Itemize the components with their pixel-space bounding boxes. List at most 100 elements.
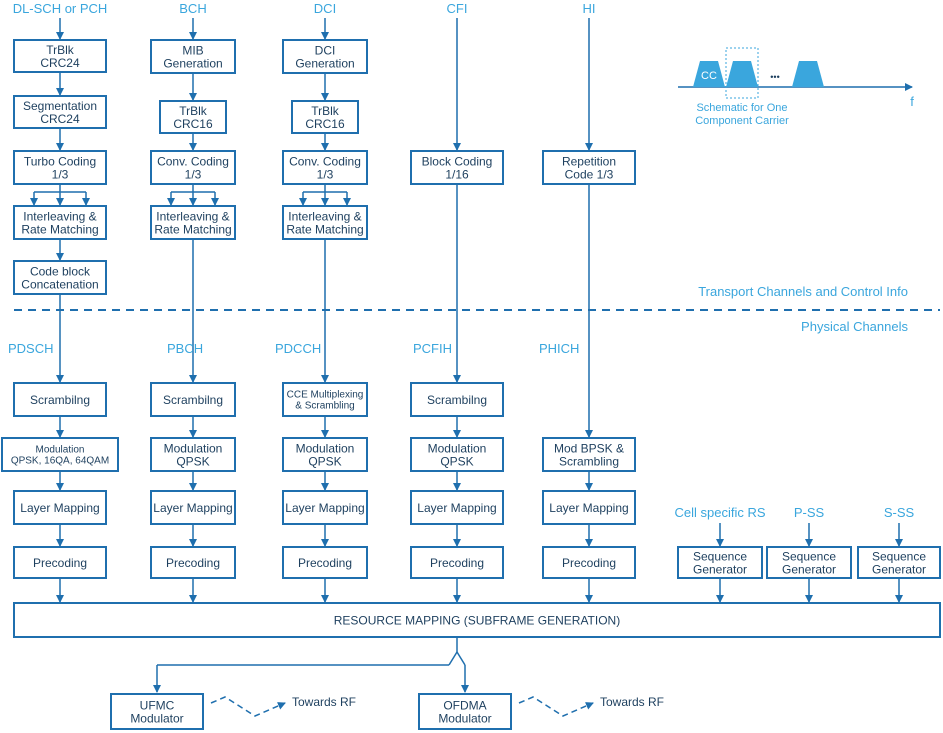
cfi-precoding-block: Precoding xyxy=(410,546,504,579)
towards-rf-dashed-arrow xyxy=(518,696,594,717)
dlsch-modulation-block-text-2: QPSK, 16QA, 64QAM xyxy=(11,456,109,467)
cfi-block-coding-block-frame xyxy=(410,150,504,185)
dci-layer-mapping-block-text-1: Layer Mapping xyxy=(285,501,364,515)
cfi-precoding-block-frame xyxy=(410,546,504,579)
dlsch-scrambilng-block-frame xyxy=(13,382,107,417)
signal-cell-specific-rs-sequence-generator-frame xyxy=(677,546,763,579)
dci-modulation-block-text-1: Modulation xyxy=(296,442,355,456)
dlsch-segmentation-block-text-2: CRC24 xyxy=(40,112,80,126)
dci-precoding-block: Precoding xyxy=(282,546,368,579)
bch-mib-block-text-2: Generation xyxy=(163,57,222,71)
dci-dci-block-text-1: DCI xyxy=(315,44,336,58)
dlsch-precoding-block-frame xyxy=(13,546,107,579)
hi-precoding-block-text-1: Precoding xyxy=(562,556,616,570)
dlsch-modulation-block-text-1: Modulation xyxy=(36,445,85,456)
dlsch-code-block-block-frame xyxy=(13,260,107,295)
resource-mapping-block-frame xyxy=(13,602,941,638)
carrier-shape-1 xyxy=(693,61,725,87)
signal-p-ss-sequence-generator-frame xyxy=(766,546,852,579)
dci-header: DCI xyxy=(314,1,336,16)
carrier-ellipsis: ••• xyxy=(770,72,779,82)
dlsch-turbo-coding-block-text-1: Turbo Coding xyxy=(24,155,96,169)
hi-mod-bpsk-block: Mod BPSK &Scrambling xyxy=(542,437,636,472)
hi-mod-bpsk-block-text-2: Scrambling xyxy=(559,455,619,469)
cfi-precoding-block-text-1: Precoding xyxy=(430,556,484,570)
carrier-label: CC xyxy=(701,70,717,82)
dlsch-header: DL-SCH or PCH xyxy=(13,1,108,16)
dlsch-turbo-coding-block-frame xyxy=(13,150,107,185)
bch-modulation-block-text-1: Modulation xyxy=(164,442,223,456)
ufmc-modulator-block-frame xyxy=(110,693,204,730)
signal-s-ss-sequence-generator-frame xyxy=(857,546,941,579)
signal-p-ss-sequence-generator-text-2: Generator xyxy=(782,563,836,577)
hi-repetition-block-text-2: Code 1/3 xyxy=(565,168,614,182)
resource-mapping-block: RESOURCE MAPPING (SUBFRAME GENERATION) xyxy=(13,602,941,638)
dlsch-layer-mapping-block-text-1: Layer Mapping xyxy=(20,501,99,515)
carrier-shape-2 xyxy=(726,61,758,87)
bch-conv-coding-block-text-2: 1/3 xyxy=(185,168,202,182)
bch-scrambilng-block-frame xyxy=(150,382,236,417)
hi-layer-mapping-block-text-1: Layer Mapping xyxy=(549,501,628,515)
bch-conv-coding-block-text-1: Conv. Coding xyxy=(157,155,229,169)
bch-scrambilng-block: Scrambilng xyxy=(150,382,236,417)
dci-conv-coding-block-text-2: 1/3 xyxy=(317,168,334,182)
bch-trblk-block-text-1: TrBlk xyxy=(179,104,208,118)
ofdma-modulator-block-text-1: OFDMA xyxy=(443,699,486,713)
bch-interleaving-block: Interleaving &Rate Matching xyxy=(150,205,236,240)
signal-cell-specific-rs-label: Cell specific RS xyxy=(674,505,765,520)
towards-rf-label-2: Towards RF xyxy=(600,695,664,709)
bch-layer-mapping-block: Layer Mapping xyxy=(150,490,236,525)
resource-mapping-block-text-1: RESOURCE MAPPING (SUBFRAME GENERATION) xyxy=(334,614,620,628)
hi-header: HI xyxy=(583,1,596,16)
schematic-caption-1: Schematic for One xyxy=(696,102,787,114)
dlsch-trblk-block-frame xyxy=(13,39,107,73)
cfi-modulation-block-frame xyxy=(410,437,504,472)
bch-layer-mapping-block-frame xyxy=(150,490,236,525)
bch-interleaving-block-text-1: Interleaving & xyxy=(156,210,229,224)
bch-precoding-block-text-1: Precoding xyxy=(166,556,220,570)
dci-cce-multiplexing-block-text-2: & Scrambling xyxy=(295,401,354,412)
signal-s-ss-sequence-generator-text-2: Generator xyxy=(872,563,926,577)
hi-precoding-block: Precoding xyxy=(542,546,636,579)
dci-layer-mapping-block: Layer Mapping xyxy=(282,490,368,525)
physical-section-label: Physical Channels xyxy=(801,319,908,334)
cfi-scrambilng-block: Scrambilng xyxy=(410,382,504,417)
ufmc-modulator-block-text-1: UFMC xyxy=(140,699,175,713)
hi-mod-bpsk-block-text-1: Mod BPSK & xyxy=(554,442,624,456)
dci-layer-mapping-block-frame xyxy=(282,490,368,525)
connector-lines xyxy=(14,18,940,717)
dlsch-precoding-block: Precoding xyxy=(13,546,107,579)
cfi-layer-mapping-block-text-1: Layer Mapping xyxy=(417,501,496,515)
dci-precoding-block-text-1: Precoding xyxy=(298,556,352,570)
carrier-shape-3 xyxy=(792,61,824,87)
bch-modulation-block-text-2: QPSK xyxy=(176,455,209,469)
dci-conv-coding-block-text-1: Conv. Coding xyxy=(289,155,361,169)
bch-modulation-block-frame xyxy=(150,437,236,472)
dci-trblk-block-frame xyxy=(291,100,359,134)
switch-blade xyxy=(448,651,458,666)
bch-trblk-block-text-2: CRC16 xyxy=(173,117,213,131)
cfi-scrambilng-block-text-1: Scrambilng xyxy=(427,393,487,407)
bch-interleaving-block-text-2: Rate Matching xyxy=(154,223,231,237)
signal-cell-specific-rs-sequence-generator-text-1: Sequence xyxy=(693,550,747,564)
dlsch-segmentation-block-text-1: Segmentation xyxy=(23,99,97,113)
hi-repetition-block-text-1: Repetition xyxy=(562,155,616,169)
towards-rf-label-1: Towards RF xyxy=(292,695,356,709)
dci-dci-block-text-2: Generation xyxy=(295,57,354,71)
